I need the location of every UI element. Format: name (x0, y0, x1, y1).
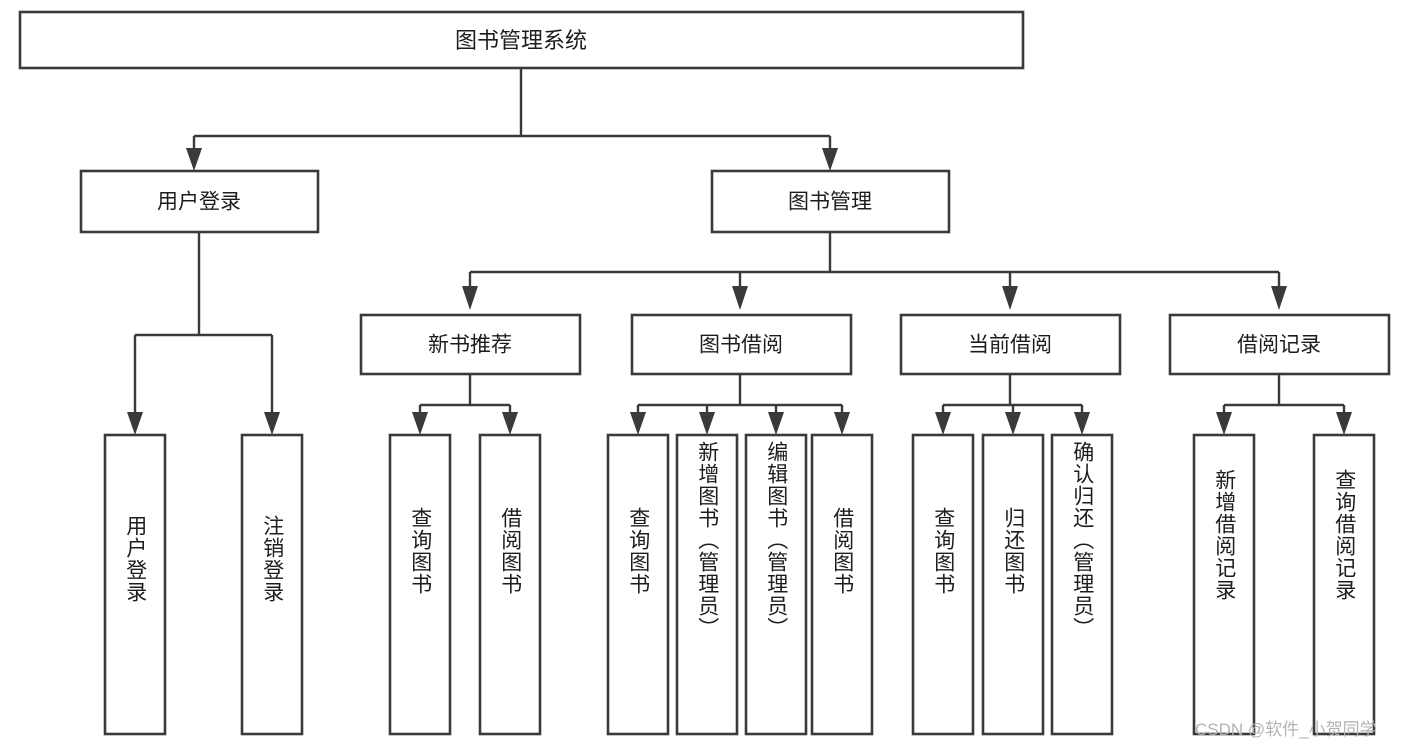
arrowhead-book-borrow-child-2 (699, 412, 715, 435)
leaf-box-confirm-return-admin[interactable] (1050, 433, 1114, 736)
node-borrow-record-label: 借阅记录 (1237, 334, 1321, 357)
node-borrow-record[interactable]: 借阅记录 (1168, 313, 1391, 376)
node-root-book-management-system[interactable]: 图书管理系统 (18, 10, 1025, 70)
leaf-box-borrow-book[interactable] (810, 433, 874, 736)
leaf-box-query-book-current[interactable] (911, 433, 975, 736)
leaf-box-user-login[interactable] (103, 433, 167, 736)
arrowhead-book-borrow-child-4 (834, 412, 850, 435)
arrowhead-new-book-child-1 (412, 412, 428, 435)
arrowhead-book-mgmt-child-1 (462, 286, 478, 310)
node-new-book-recommend[interactable]: 新书推荐 (359, 313, 582, 376)
arrowhead-root-to-book-mgmt (822, 148, 838, 171)
arrowhead-borrow-record-child-2 (1336, 412, 1352, 435)
arrowhead-borrow-record-child-1 (1216, 412, 1232, 435)
node-user-login-label: 用户登录 (157, 191, 241, 214)
arrowhead-book-mgmt-child-4 (1271, 286, 1287, 310)
node-book-borrow-box[interactable] (630, 313, 853, 376)
connector-layer (127, 68, 1352, 435)
leaf-box-add-borrow-record[interactable] (1192, 433, 1256, 736)
leaf-box-borrow-book-recommend[interactable] (478, 433, 542, 736)
arrowhead-book-mgmt-child-2 (732, 286, 748, 310)
arrowhead-new-book-child-2 (502, 412, 518, 435)
node-book-management-label: 图书管理 (788, 191, 872, 214)
leaf-box-add-book-admin[interactable] (675, 433, 739, 736)
node-book-borrow-label: 图书借阅 (699, 334, 783, 357)
leaf-box-logout[interactable] (240, 433, 304, 736)
node-book-borrow[interactable]: 图书借阅 (630, 313, 853, 376)
node-book-management[interactable]: 图书管理 (710, 169, 951, 234)
arrowhead-user-login-child-2 (264, 412, 280, 435)
arrowhead-book-borrow-child-3 (768, 412, 784, 435)
node-book-management-box[interactable] (710, 169, 951, 234)
node-root-label: 图书管理系统 (455, 28, 587, 53)
leaf-box-query-book-borrow[interactable] (606, 433, 670, 736)
arrowhead-current-borrow-child-2 (1005, 412, 1021, 435)
arrowhead-root-to-user-login (186, 148, 202, 171)
node-borrow-record-box[interactable] (1168, 313, 1391, 376)
arrowhead-book-borrow-child-1 (630, 412, 646, 435)
node-user-login-box[interactable] (79, 169, 320, 234)
leaf-box-return-book[interactable] (981, 433, 1045, 736)
node-current-borrow[interactable]: 当前借阅 (899, 313, 1122, 376)
node-user-login[interactable]: 用户登录 (79, 169, 320, 234)
arrowhead-current-borrow-child-1 (935, 412, 951, 435)
node-new-book-recommend-label: 新书推荐 (428, 334, 512, 357)
node-new-book-recommend-box[interactable] (359, 313, 582, 376)
leaf-box-query-book-recommend[interactable] (388, 433, 452, 736)
node-layer: 图书管理系统 用户登录 图书管理 新书推荐 图书借阅 当前借阅 借阅记录 (18, 10, 1391, 736)
node-current-borrow-box[interactable] (899, 313, 1122, 376)
leaf-box-edit-book-admin[interactable] (744, 433, 808, 736)
node-current-borrow-label: 当前借阅 (968, 334, 1052, 357)
arrowhead-book-mgmt-child-3 (1002, 286, 1018, 310)
leaf-box-query-borrow-record[interactable] (1312, 433, 1376, 736)
node-root-box[interactable] (18, 10, 1025, 70)
arrowhead-current-borrow-child-3 (1074, 412, 1090, 435)
arrowhead-user-login-child-1 (127, 412, 143, 435)
